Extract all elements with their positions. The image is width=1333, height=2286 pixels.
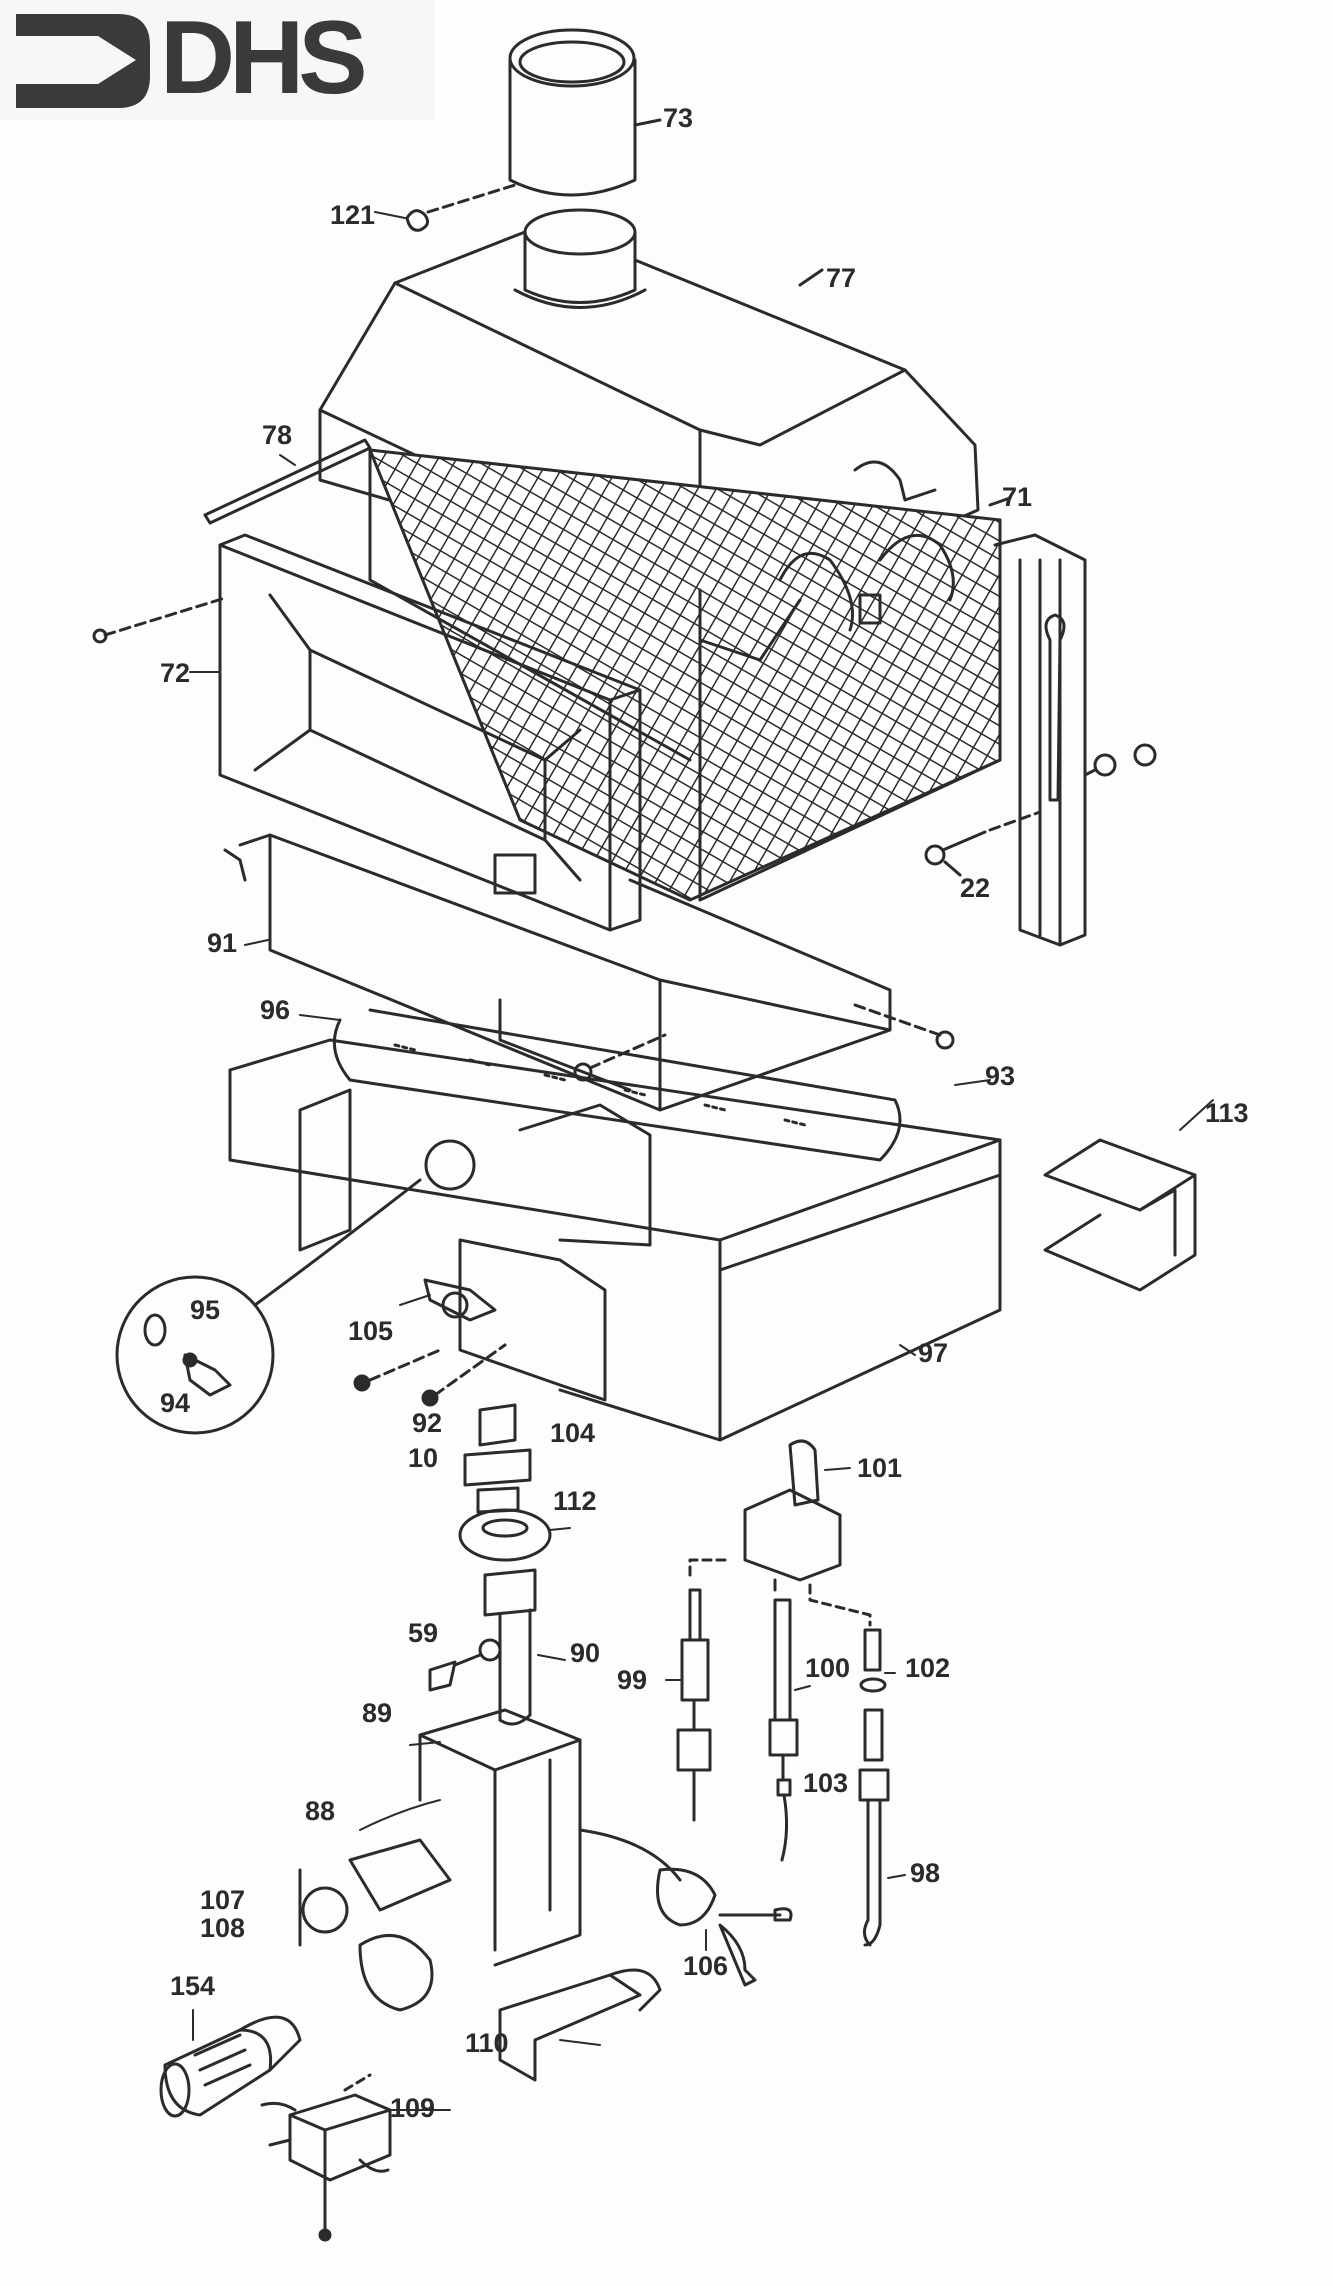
- callout-73: 73: [663, 103, 694, 133]
- part-90-gas-pipe: [428, 1568, 566, 1726]
- callout-121: 121: [330, 200, 376, 230]
- callout-92: 92: [412, 1408, 443, 1438]
- callout-100: 100: [805, 1653, 851, 1683]
- part-71-combustion-chamber: [368, 448, 1012, 902]
- callout-10: 10: [408, 1443, 439, 1473]
- callout-97: 97: [918, 1338, 949, 1368]
- callout-91: 91: [207, 928, 238, 958]
- part-106-connector: [656, 1867, 793, 1987]
- callout-93: 93: [985, 1061, 1016, 1091]
- callout-95: 95: [190, 1295, 221, 1325]
- callout-59: 59: [408, 1618, 439, 1648]
- part-101-pilot-burner: [688, 1439, 872, 1627]
- callout-106: 106: [683, 1951, 729, 1981]
- callout-113: 113: [1205, 1098, 1249, 1128]
- part-22-screw: [924, 810, 1042, 877]
- callout-108: 108: [200, 1912, 246, 1943]
- part-121-split-pin: [374, 183, 517, 232]
- callout-71: 71: [1002, 482, 1033, 512]
- part-100-thermocouple: [768, 1598, 811, 1862]
- callout-88: 88: [305, 1796, 336, 1826]
- callout-78: 78: [262, 420, 293, 450]
- callout-107-108: 107 108: [200, 1885, 246, 1943]
- part-73-flue-extension: [508, 28, 662, 197]
- callout-22: 22: [960, 873, 991, 903]
- part-99-electrode: [665, 1588, 712, 1822]
- brand-name: DHS: [160, 0, 368, 116]
- hood-collar: [513, 208, 647, 309]
- part-91-burner-tray: [223, 833, 955, 1112]
- detail-circle-94-95: [115, 1178, 422, 1435]
- callout-102: 102: [905, 1653, 951, 1683]
- part-97-base-box: [228, 1038, 1002, 1442]
- callout-103: 103: [803, 1768, 849, 1798]
- part-102-98-pilot-tube: [858, 1628, 906, 1947]
- callout-94: 94: [160, 1388, 191, 1418]
- callout-89: 89: [362, 1698, 393, 1728]
- part-110-valve-bracket: [498, 1968, 662, 2082]
- part-78-seal-strip: [203, 438, 372, 525]
- callout-77: 77: [826, 263, 857, 293]
- callout-105: 105: [348, 1316, 394, 1346]
- part-92-10-112-fittings: [458, 1403, 571, 1562]
- arrow-bracket-icon: [16, 14, 150, 108]
- callout-154: 154: [170, 1971, 216, 2001]
- callout-72: 72: [160, 658, 191, 688]
- callout-99: 99: [617, 1665, 648, 1695]
- callout-110: 110: [465, 2028, 509, 2058]
- part-154-knob-extension: [159, 2009, 302, 2118]
- part-104-105-mounting: [353, 1238, 607, 1407]
- callout-112: 112: [553, 1486, 597, 1516]
- callout-96: 96: [260, 995, 291, 1025]
- callout-107: 107: [200, 1885, 246, 1915]
- part-113-u-bracket: [1043, 1099, 1214, 1292]
- part-88-89-gas-valve: [298, 1708, 682, 2012]
- callout-101: 101: [857, 1453, 903, 1483]
- side-bracket: [993, 533, 1157, 947]
- dhs-logo: DHS: [0, 0, 435, 120]
- callout-90: 90: [570, 1638, 601, 1668]
- part-109-piezo-igniter: [260, 2073, 451, 2242]
- callout-98: 98: [910, 1858, 941, 1888]
- callout-104: 104: [550, 1418, 596, 1448]
- part-72-front-panel: [92, 533, 642, 932]
- callout-109: 109: [390, 2093, 436, 2123]
